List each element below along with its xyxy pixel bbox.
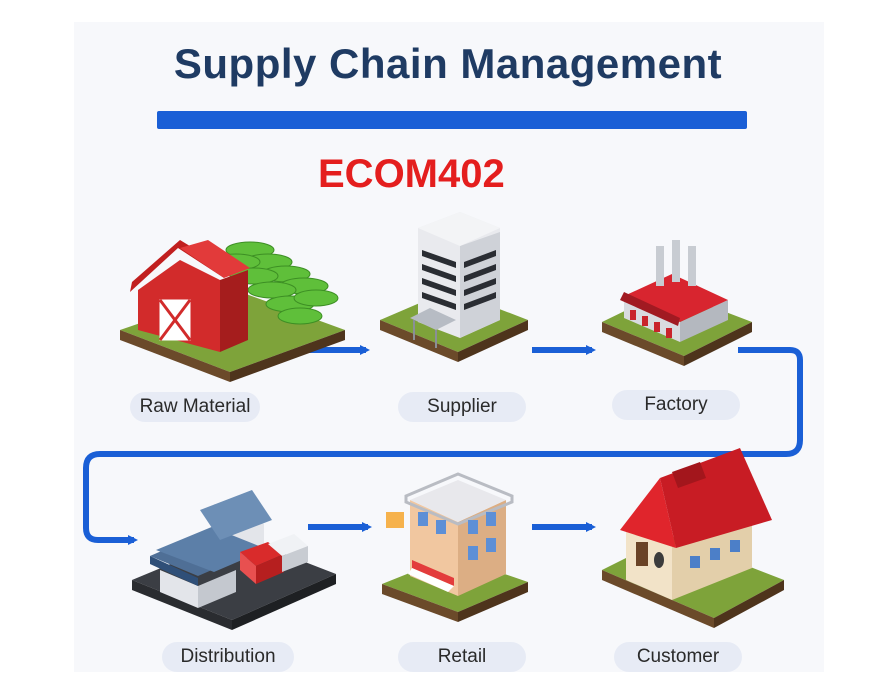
stage-label-factory: Factory — [612, 390, 740, 420]
warehouse-icon — [132, 490, 336, 630]
arrow-factory-to-distribution — [83, 347, 803, 545]
stage-label-raw-material: Raw Material — [130, 392, 260, 422]
stage-label-distribution: Distribution — [162, 642, 294, 672]
stage-label-customer: Customer — [614, 642, 742, 672]
barn-icon — [120, 240, 345, 382]
house-icon — [602, 448, 784, 628]
page-title: Supply Chain Management — [173, 40, 723, 87]
factory-icon — [602, 240, 752, 366]
truck-white — [268, 534, 308, 572]
store-icon — [382, 472, 528, 622]
stage-label-retail: Retail — [398, 642, 526, 672]
office-building-icon — [380, 212, 528, 362]
course-code: ECOM402 — [318, 152, 505, 196]
stage-label-supplier: Supplier — [398, 392, 526, 422]
title-underline — [157, 111, 747, 129]
